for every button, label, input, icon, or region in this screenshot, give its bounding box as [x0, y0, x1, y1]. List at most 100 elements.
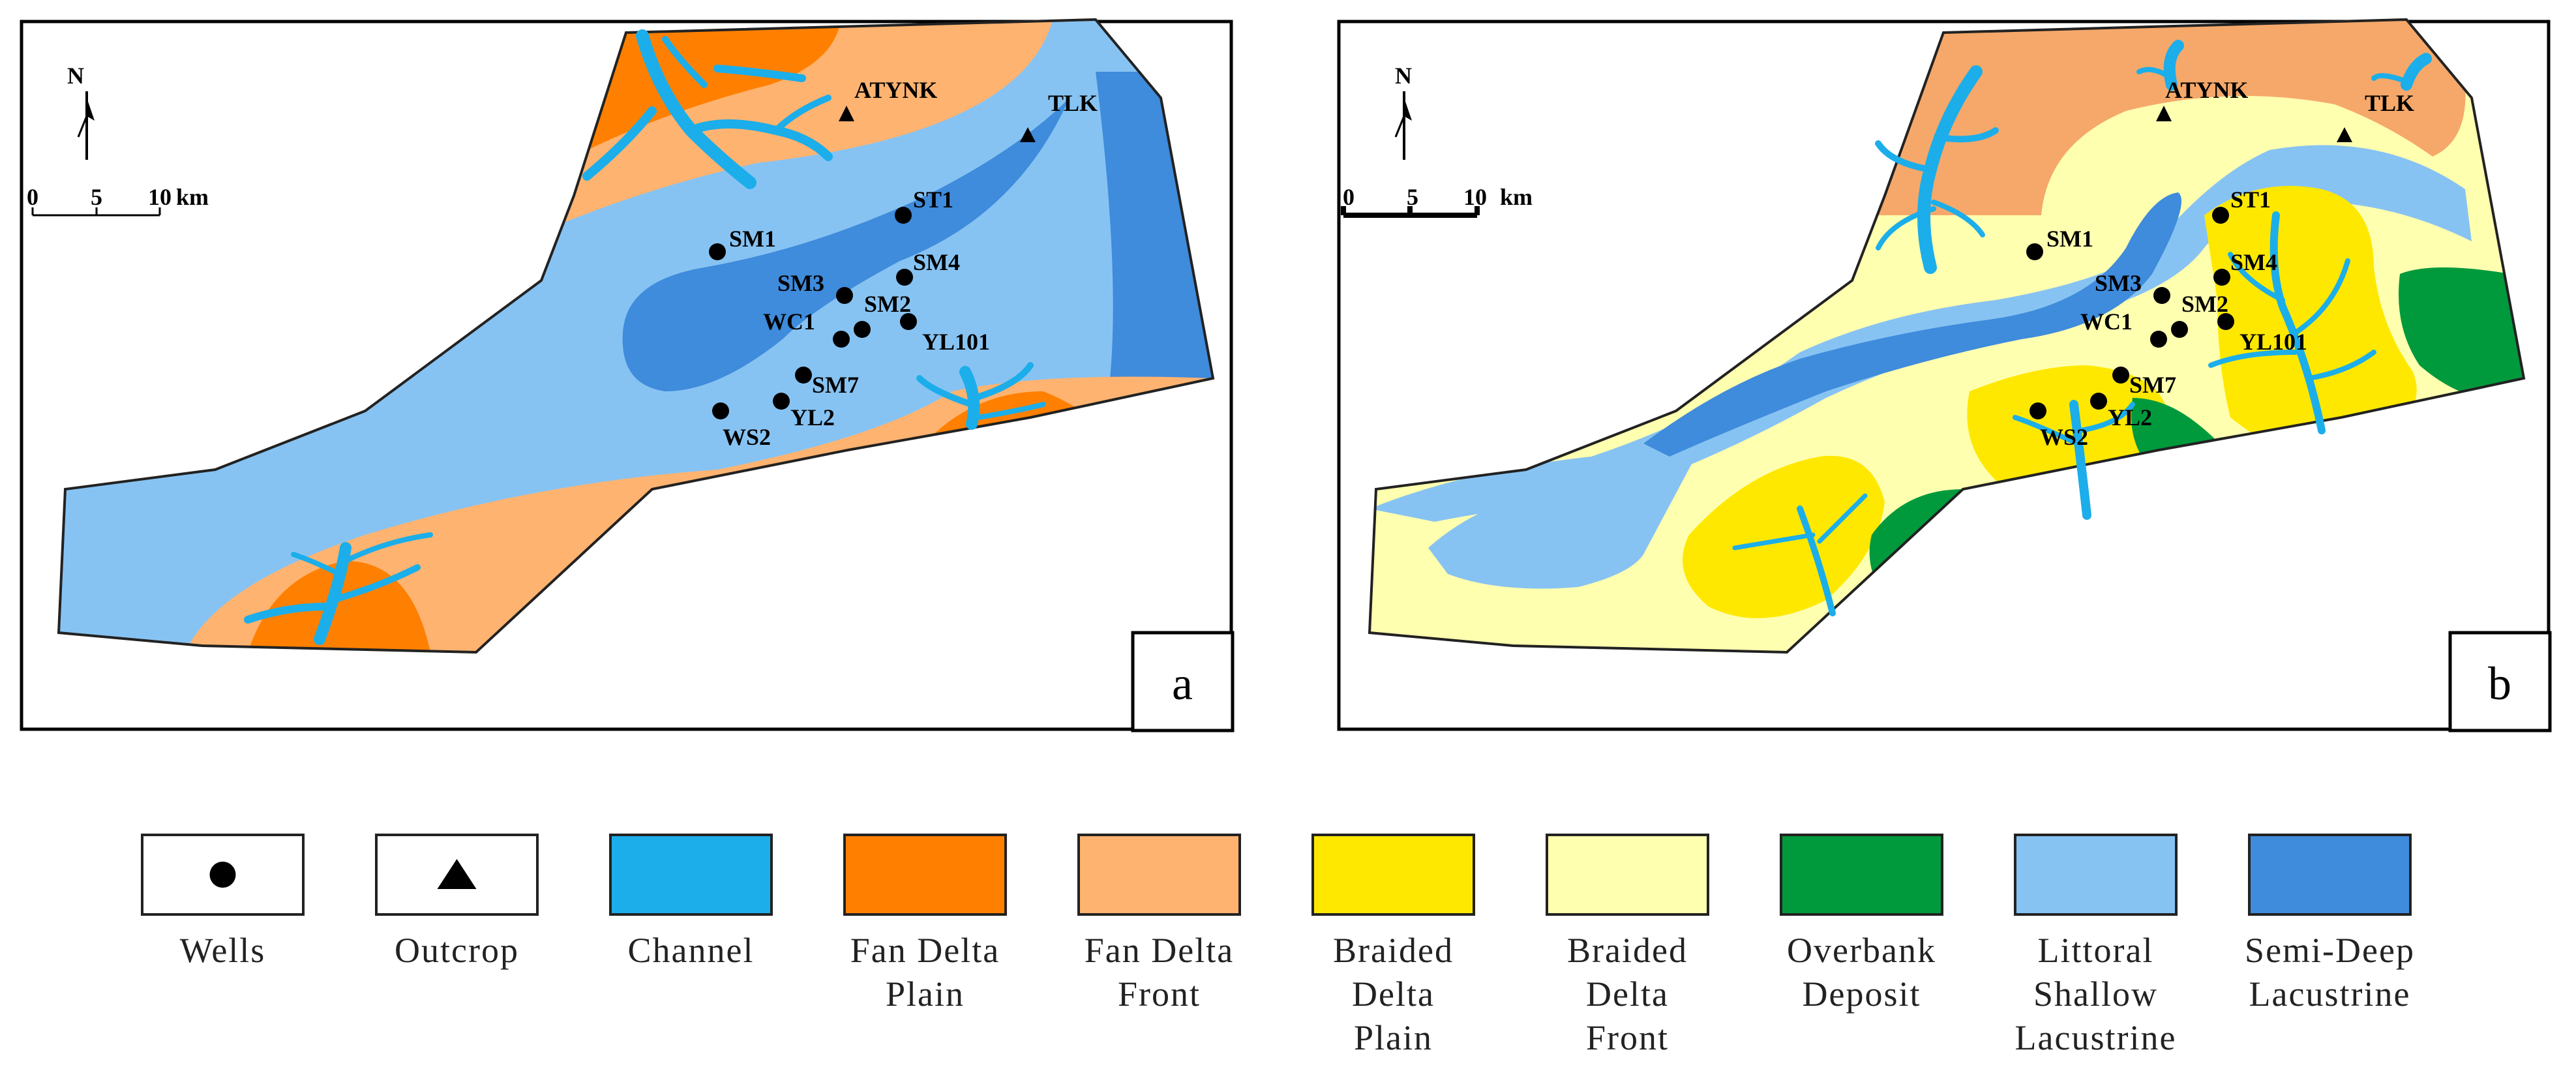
legend-swatch [843, 834, 1007, 916]
scale-unit: km [176, 184, 209, 210]
well-marker [2212, 207, 2229, 224]
overbank-deposit-area [2399, 267, 2524, 401]
well-label: SM1 [2046, 226, 2093, 252]
channel-system [244, 29, 1046, 645]
legend-item-well: Wells [141, 834, 305, 970]
outcrop-marker [1020, 127, 1036, 142]
well-marker [709, 243, 726, 260]
well-marker [2217, 313, 2234, 330]
fan-delta-front-area [1846, 20, 2466, 215]
legend-label: Plain [886, 974, 965, 1014]
legend-label: Outcrop [395, 931, 519, 970]
scale-unit: km [1500, 184, 1533, 210]
well-label: SM2 [2181, 291, 2228, 317]
legend-label: Channel [628, 931, 755, 970]
well-label: SM3 [777, 270, 824, 296]
well-label: WC1 [763, 309, 815, 335]
well-marker [833, 331, 850, 348]
well-marker [2171, 321, 2188, 338]
well-label: SM1 [729, 226, 776, 252]
well-label: YL2 [790, 404, 835, 430]
legend-label: Deposit [1803, 974, 1921, 1014]
scale-tick-10: 10 [1463, 184, 1487, 210]
legend-label: Plain [1354, 1018, 1433, 1057]
braided-delta-plain-area [1683, 455, 1885, 618]
legend-label: Littoral [2038, 931, 2154, 970]
outcrop-triangle-icon [437, 859, 477, 889]
legend-swatch [1546, 834, 1709, 916]
legend-label: Fan Delta [1085, 931, 1234, 970]
legend-label: Lacustrine [2015, 1018, 2177, 1057]
channel-system [1732, 40, 2432, 616]
outcrop-marker [839, 106, 854, 121]
north-label: N [67, 63, 84, 89]
scale-tick-5: 5 [1407, 184, 1418, 210]
legend-swatch [2014, 834, 2178, 916]
well-marker [854, 321, 871, 338]
semi-deep-lacustrine-area [622, 72, 1213, 391]
well-marker [2029, 402, 2046, 419]
well-marker [712, 402, 729, 419]
well-label: WS2 [2040, 424, 2088, 450]
panel-label-box [2448, 631, 2552, 732]
well-marker [2213, 269, 2230, 286]
legend-swatch [2248, 834, 2412, 916]
well-label: SM7 [812, 372, 859, 398]
well-label: SM3 [2095, 270, 2142, 296]
well-marker [900, 313, 917, 330]
well-label: YL101 [922, 329, 990, 355]
legend-label: Lacustrine [2249, 974, 2411, 1014]
well-label: SM4 [913, 249, 960, 275]
legend-label: Wells [180, 931, 266, 970]
legend-label: Front [1118, 974, 1201, 1014]
map-panel-a: N 0 5 10 km ATYNK TLK ST1 SM1 SM3 SM4 SM… [20, 18, 1235, 732]
well-label: WS2 [723, 424, 771, 450]
scale-bar: 0 5 10 km [27, 184, 209, 217]
well-label: YL2 [2108, 404, 2152, 430]
panel-letter: a [1172, 657, 1193, 710]
legend-label: Delta [1586, 974, 1669, 1014]
well-label: WC1 [2080, 309, 2133, 335]
well-marker [2026, 243, 2043, 260]
legend-label: Delta [1352, 974, 1435, 1014]
panel-label-box [1131, 631, 1235, 732]
legend-swatch [609, 834, 773, 916]
panel-letter: b [2488, 657, 2511, 710]
legend-label: Braided [1333, 931, 1454, 970]
legend-label: Semi-Deep [2245, 931, 2415, 970]
outcrop-label: TLK [2365, 90, 2414, 116]
outcrop-marker [2337, 127, 2352, 142]
scale-bar: 0 5 10 km [1341, 184, 1533, 218]
legend-item-channel: Channel [609, 834, 773, 970]
outcrop-label: ATYNK [854, 77, 937, 103]
scale-tick-0: 0 [27, 184, 38, 210]
littoral-shallow-lacustrine-area [1428, 457, 1696, 589]
north-arrow: N [1394, 63, 1412, 160]
well-marker [773, 393, 790, 410]
well-marker [2112, 367, 2129, 384]
well-marker [2153, 287, 2170, 304]
well-marker [895, 207, 912, 224]
legend-label: Front [1586, 1018, 1669, 1057]
scale-tick-0: 0 [1343, 184, 1355, 210]
outcrop-marker [2156, 106, 2172, 121]
well-label: SM2 [864, 291, 911, 317]
well-label: ST1 [2230, 187, 2271, 213]
outcrop-label: TLK [1048, 90, 1098, 116]
legend-item-outcrop: Outcrop [375, 834, 539, 970]
north-label: N [1395, 63, 1412, 89]
well-marker [795, 367, 812, 384]
scale-tick-10: 10 [148, 184, 172, 210]
legend-swatch [1780, 834, 1943, 916]
well-marker [2090, 393, 2107, 410]
legend-label: Overbank [1787, 931, 1936, 970]
semi-deep-lacustrine-area [1643, 192, 2181, 457]
legend-swatch [1077, 834, 1241, 916]
